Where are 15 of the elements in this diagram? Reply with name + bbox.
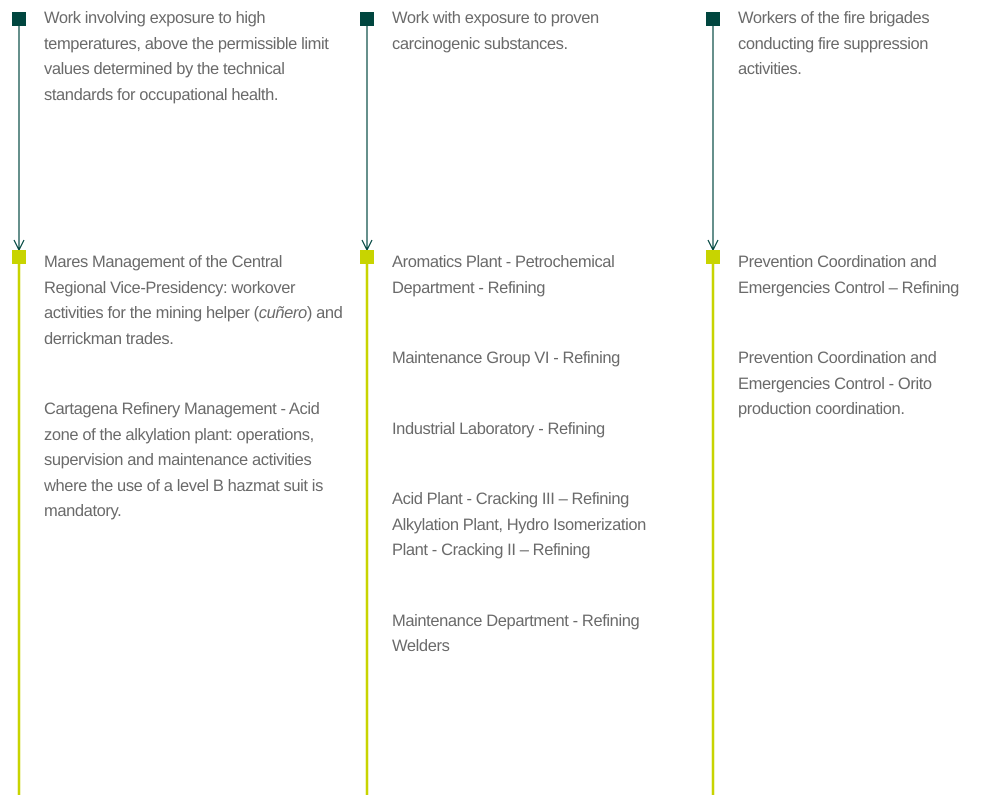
description-text: Mares Management of the Central Regional Vice-Presidency: workover activities for the mining helper (cuñero) and derrickman trades. [44,252,344,350]
description-text: Acid Plant - Cracking III – Refining Alkylation Plant, Hydro Isomerization Plant - Cracking II – Refining [392,489,647,561]
description-text: Aromatics Plant - Petrochemical Department - Refining [392,252,616,298]
arrow [361,57,373,251]
description-text: Prevention Coordination and Emergencies Control - Orito production coordination. [738,348,938,420]
description-text: Work involving exposure to high temperatures, above the permissible limit values determined by the technical standards for occupational health. [44,8,330,106]
arrow [707,82,719,251]
description-text: Maintenance Department - Refining Welders [392,610,640,657]
description-text: Prevention Coordination and Emergencies Control – Refining [738,252,960,298]
description-text: Cartagena Refinery Management - Acid zone of the alkylation plant: operations, supervision and maintenance activities where the use of a level B hazmat suit is mandatory. [44,399,324,522]
arrow [13,108,25,251]
description-text: Workers of the fire brigades conducting fire suppression activities. [738,8,930,80]
description-text: Industrial Laboratory - Refining [392,418,606,440]
description-text: Maintenance Group VI - Refining [392,348,621,369]
description-text: Work with exposure to proven carcinogenic substances. [392,8,600,54]
